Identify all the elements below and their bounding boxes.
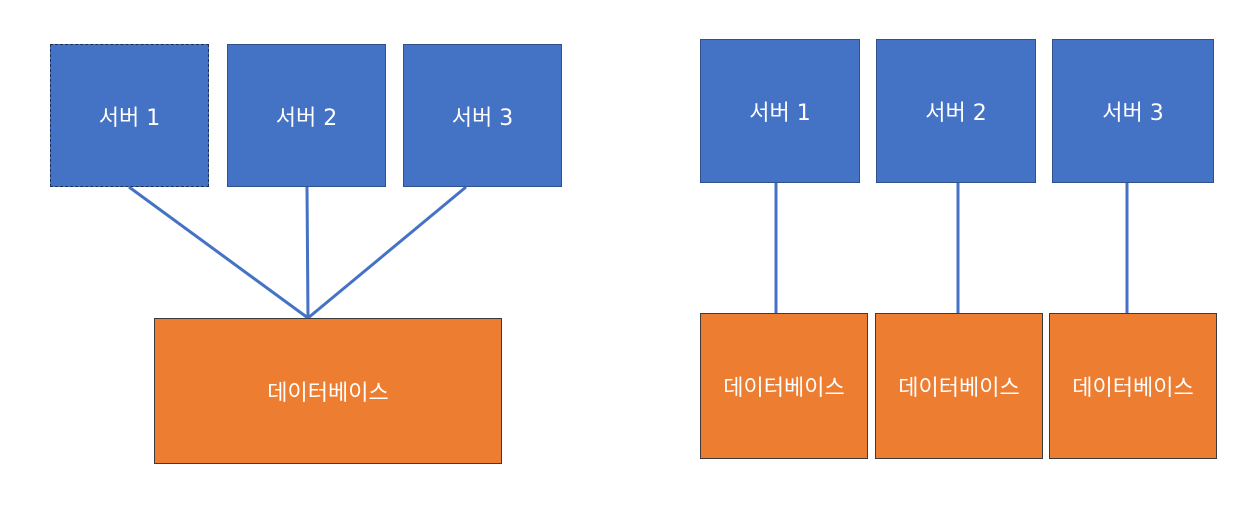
server-box: 서버 1	[700, 39, 860, 183]
server-box: 서버 2	[876, 39, 1036, 183]
database-label: 데이터베이스	[898, 376, 1020, 401]
server-label: 서버 2	[925, 101, 987, 126]
server-label: 서버 1	[749, 101, 811, 126]
server-label: 서버 3	[451, 105, 514, 131]
connector-line	[307, 185, 467, 320]
server-box: 서버 3	[403, 44, 562, 187]
server-label: 서버 1	[98, 105, 161, 131]
server-box: 서버 2	[227, 44, 386, 187]
connector-line	[128, 185, 309, 320]
server-label: 서버 3	[1102, 101, 1164, 126]
database-box: 데이터베이스	[154, 318, 502, 464]
database-box: 데이터베이스	[1049, 313, 1217, 459]
connector-line	[305, 186, 310, 319]
server-box: 서버 1	[50, 44, 209, 187]
database-box: 데이터베이스	[700, 313, 868, 459]
server-label: 서버 2	[275, 105, 338, 131]
database-label: 데이터베이스	[723, 376, 845, 401]
database-label: 데이터베이스	[267, 381, 389, 406]
server-box: 서버 3	[1052, 39, 1214, 183]
database-label: 데이터베이스	[1072, 376, 1194, 401]
database-box: 데이터베이스	[875, 313, 1043, 459]
